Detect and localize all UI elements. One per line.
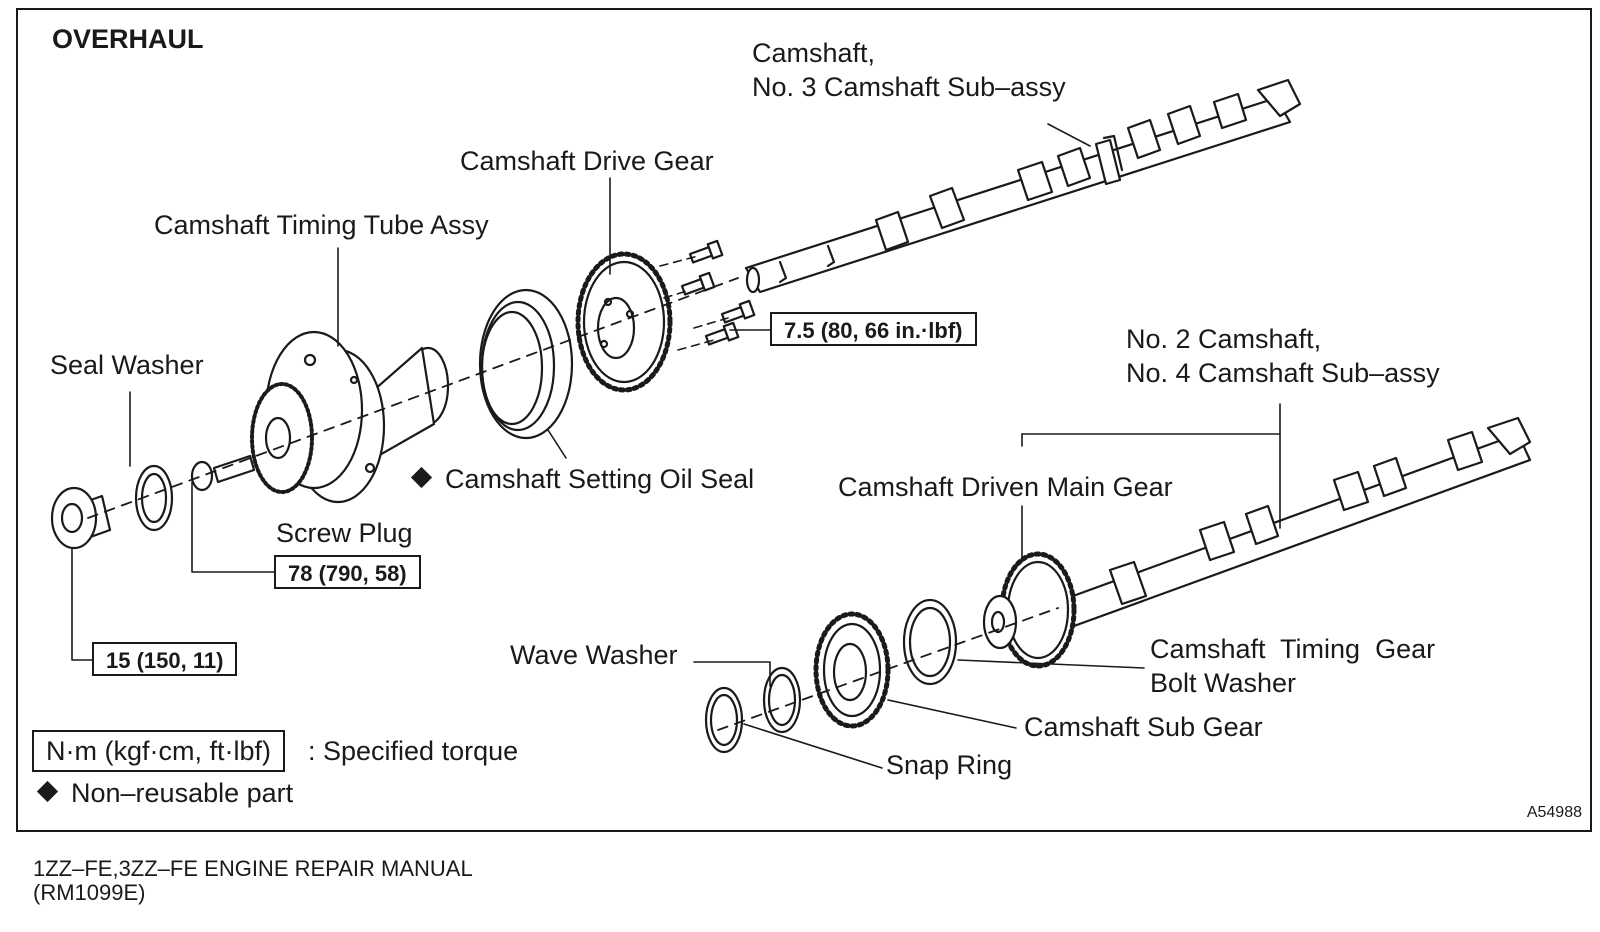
label-camshaft: Camshaft, xyxy=(752,38,876,68)
label-wave-washer: Wave Washer xyxy=(510,640,678,670)
label-screw-plug: Screw Plug xyxy=(276,518,413,548)
leader-lines xyxy=(71,123,1281,769)
label-oil-seal: Camshaft Setting Oil Seal xyxy=(410,462,754,496)
exploded-diagram-frame: OVERHAUL Camshaft, No. 3 Camshaft Sub–as… xyxy=(16,8,1592,832)
upper-camshaft xyxy=(744,78,1302,294)
label-seal-washer: Seal Washer xyxy=(50,350,204,380)
nonreusable-diamond-icon xyxy=(36,781,59,803)
screw-plug xyxy=(190,454,256,492)
torque-plug: 15 (150, 11) xyxy=(92,642,238,676)
label-timing-tube: Camshaft Timing Tube Assy xyxy=(154,210,489,240)
figure-id: A54988 xyxy=(1526,804,1582,821)
label-snap-ring: Snap Ring xyxy=(886,750,1013,780)
torque-screw-plug: 78 (790, 58) xyxy=(274,555,421,589)
camshaft-setting-oil-seal xyxy=(478,288,574,440)
legend-nonreusable: Non–reusable part xyxy=(36,776,293,810)
upper-assembly-axis xyxy=(87,277,739,519)
section-title: OVERHAUL xyxy=(52,24,204,54)
nonreusable-diamond-icon xyxy=(410,467,433,489)
footer-manual-title: 1ZZ–FE,3ZZ–FE ENGINE REPAIR MANUAL xyxy=(33,856,473,881)
drive-gear-bolts xyxy=(680,239,756,346)
camshaft-timing-tube-assy xyxy=(250,330,450,504)
label-no2-camshaft: No. 2 Camshaft, xyxy=(1126,324,1322,354)
wave-washer xyxy=(762,666,802,734)
page-footer: 1ZZ–FE,3ZZ–FE ENGINE REPAIR MANUAL (RM10… xyxy=(33,857,473,905)
label-drive-gear: Camshaft Drive Gear xyxy=(460,146,714,176)
label-no2-camshaft-sub: No. 4 Camshaft Sub–assy xyxy=(1126,358,1440,388)
plug xyxy=(50,486,112,550)
camshaft-exploded-view xyxy=(50,78,1532,769)
lower-assembly-axis xyxy=(717,607,1059,731)
seal-washer xyxy=(134,464,174,532)
camshaft-sub-gear xyxy=(813,611,891,729)
legend-torque-unit: N·m (kgf·cm, ft·lbf) xyxy=(32,730,285,772)
lower-camshaft xyxy=(1060,416,1532,628)
snap-ring xyxy=(704,686,744,754)
label-sub-gear: Camshaft Sub Gear xyxy=(1024,712,1263,742)
torque-drive-gear-bolts: 7.5 (80, 66 in.·lbf) xyxy=(770,312,977,346)
camshaft-driven-main-gear xyxy=(982,551,1077,669)
label-camshaft-sub: No. 3 Camshaft Sub–assy xyxy=(752,72,1066,102)
label-driven-main-gear: Camshaft Driven Main Gear xyxy=(838,472,1173,502)
legend-torque-desc: : Specified torque xyxy=(308,736,519,766)
camshaft-timing-gear-bolt-washer xyxy=(902,598,958,686)
camshaft-drive-gear xyxy=(575,251,673,393)
label-bolt-washer-line1: Camshaft Timing Gear xyxy=(1150,634,1436,664)
footer-manual-code: (RM1099E) xyxy=(33,880,146,905)
label-bolt-washer-line2: Bolt Washer xyxy=(1150,668,1297,698)
